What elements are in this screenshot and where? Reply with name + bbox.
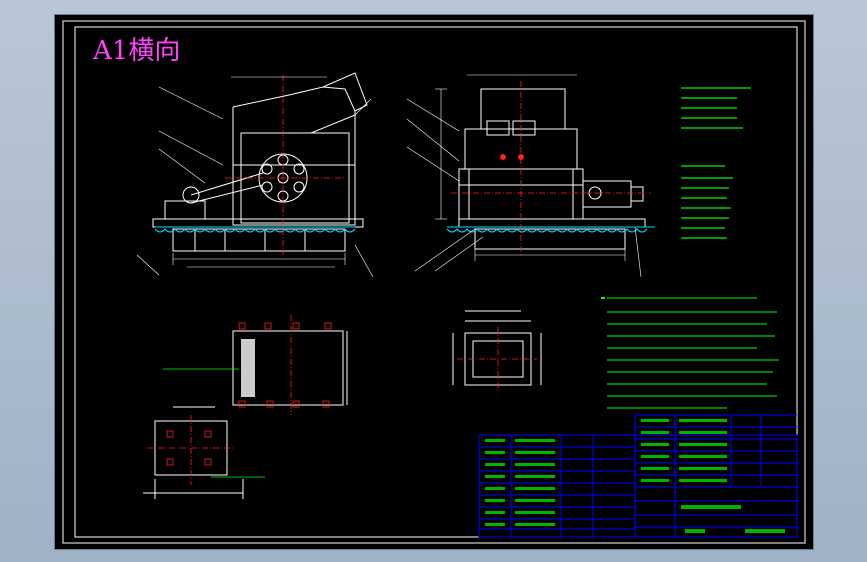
parts-list-table [478,414,798,538]
spec-list-top-right [681,87,751,239]
drawing-viewport[interactable]: A1横向 [54,14,814,550]
inlet-centerlines [457,327,537,393]
foundation-leader-lines [163,368,265,478]
side-dimensions [406,74,642,278]
front-elevation-view [152,72,368,252]
front-ground-hatch [154,226,356,233]
inlet-section-view [452,310,542,386]
side-ground-hatch [446,226,655,233]
foundation-plan-view [143,330,348,499]
side-elevation-view [458,88,646,250]
cad-drawing-canvas[interactable]: A1横向 [55,15,813,549]
parts-list-entries [485,419,785,533]
front-centerlines [225,75,345,255]
sheet-inner-frame [74,26,798,538]
front-dimensions [136,76,374,278]
foundation-bolt-holes [147,315,332,485]
side-centerlines [451,81,651,255]
sheet-size-title: A1横向 [92,36,180,66]
technical-notes [601,297,779,409]
sheet-outer-frame [62,20,806,544]
